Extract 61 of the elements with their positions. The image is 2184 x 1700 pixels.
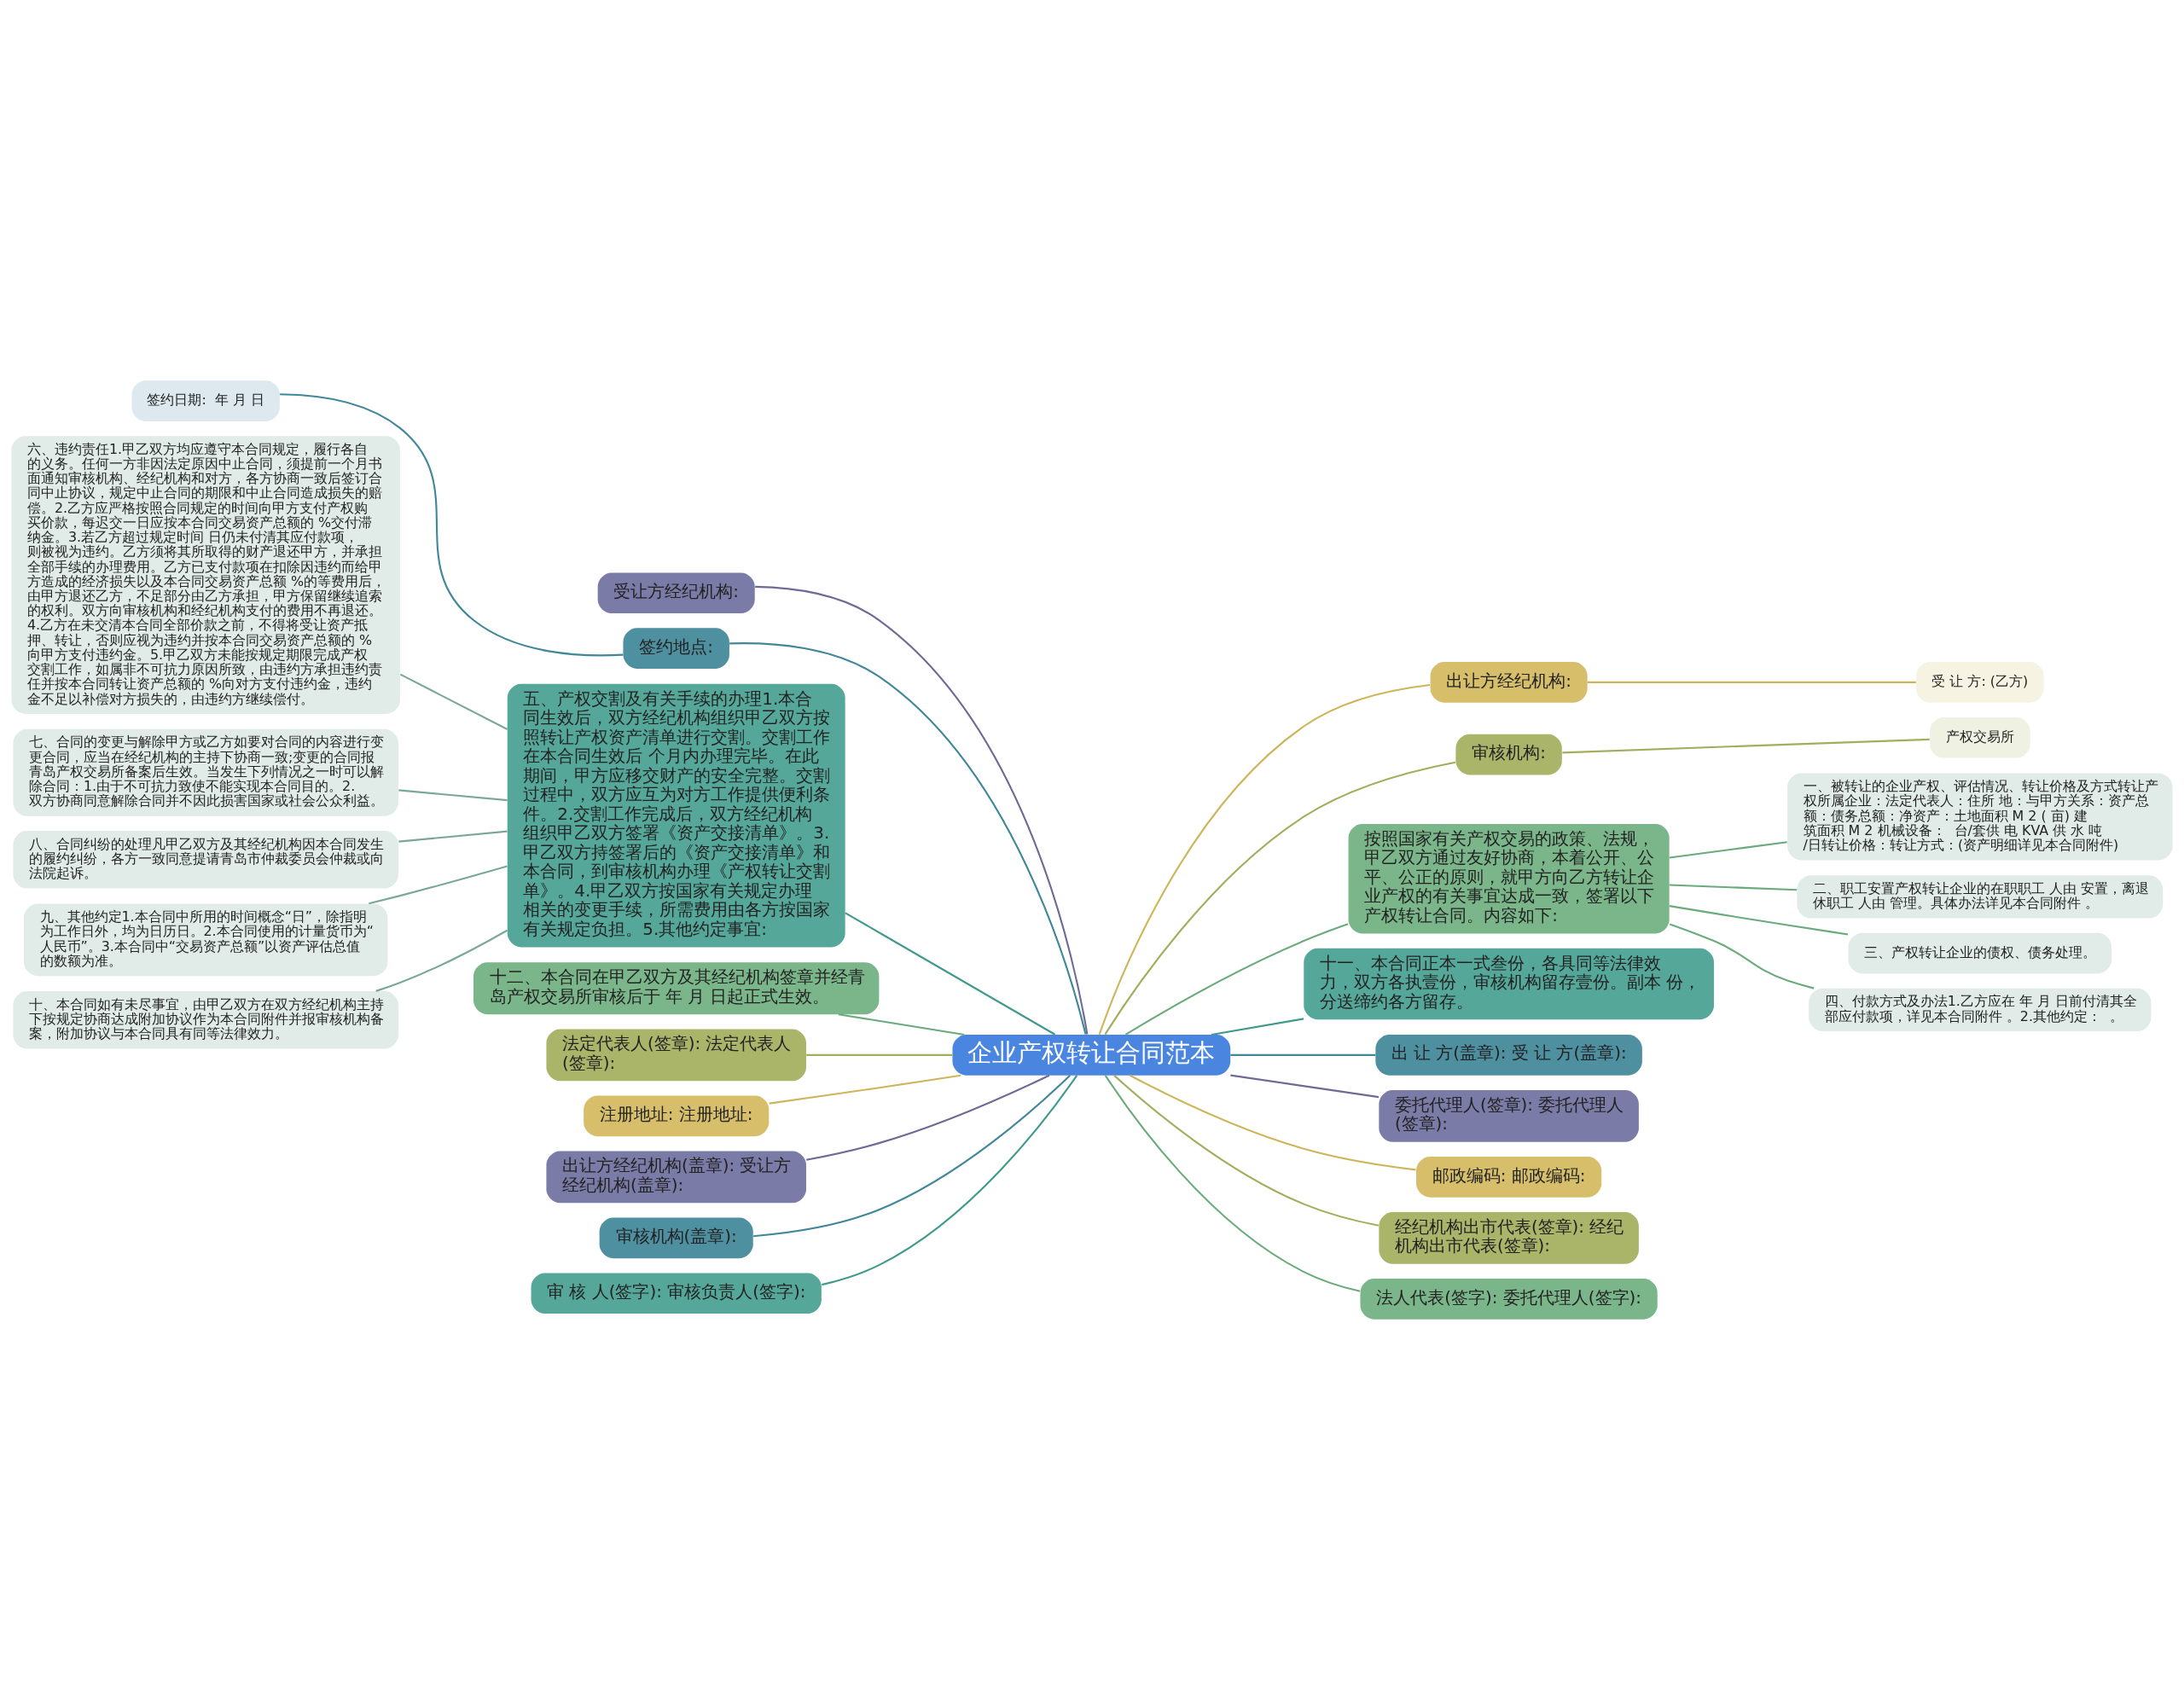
connector xyxy=(1129,1074,1416,1171)
connector xyxy=(1669,841,1787,859)
connector xyxy=(729,642,1087,1035)
node-box: 签约日期: 年 月 日 xyxy=(131,380,280,421)
connector xyxy=(755,585,1089,1035)
connector xyxy=(1098,684,1431,1036)
connector xyxy=(806,1053,953,1056)
node-box: 受 让 方: (乙方) xyxy=(1916,662,2044,703)
node-box: 出让方经纪机构(盖章): 受让方经纪机构(盖章): xyxy=(546,1151,806,1204)
node-box: 经纪机构出市代表(签章): 经纪机构出市代表(签章): xyxy=(1379,1211,1639,1264)
node-box: 七、合同的变更与解除甲方或乙方如要对合同的内容进行变更合同，应当在经纪机构的主持下协商一致;变更的合同报青岛产权交易所备案后生效。当发生下列情况之一时可以解除合同：1.由于不可抗力致使不能实现本合同目的。2.双方协商同意解除合同并不因此损害国家或社会公众利益。 xyxy=(13,728,398,816)
node-box: 出 让 方(盖章): 受 让 方(盖章): xyxy=(1375,1035,1642,1076)
connector xyxy=(838,1013,965,1036)
node-box: 法定代表人(签章): 法定代表人(签章): xyxy=(546,1029,806,1082)
connector xyxy=(1562,738,1930,754)
connector xyxy=(1124,923,1349,1036)
node-box: 出让方经纪机构: xyxy=(1430,662,1588,703)
node-box: 三、产权转让企业的债权、债务处理。 xyxy=(1848,932,2112,974)
connector xyxy=(1230,1074,1380,1099)
node-box: 九、其他约定1.本合同中所用的时间概念“日”，除指明为工作日外，均为日历日。2.本合同使用的计量货币为“人民币”。3.本合同中“交易资产总额”以资产评估总值的数额为准。 xyxy=(23,903,388,977)
node-box: 法人代表(签字): 委托代理人(签字): xyxy=(1360,1279,1658,1320)
node-box: 邮政编码: 邮政编码: xyxy=(1416,1157,1602,1198)
node-box: 十、本合同如有未尽事宜，由甲乙双方在双方经纪机构主持下按规定协商达成附加协议作为本合同附件并报审核机构备案，附加协议与本合同具有同等法律效力。 xyxy=(13,991,398,1049)
connector xyxy=(1669,884,1798,891)
node-box: 审核机构(盖章): xyxy=(599,1217,753,1259)
connector xyxy=(398,789,508,802)
connector xyxy=(1211,1018,1304,1036)
node-box: 审核机构: xyxy=(1455,734,1562,775)
node-box: 产权交易所 xyxy=(1929,717,2030,758)
node-box: 委托代理人(签章): 委托代理人(签章): xyxy=(1379,1089,1639,1142)
node-box: 五、产权交割及有关手续的办理1.本合同生效后，双方经纪机构组织甲乙双方按照转让产权资产清单进行交割。交割工作在本合同生效后 个月内办理完毕。在此期间，甲方应移交财产的安全完整。交割过程中，双方应互为对方工作提供便利条件。2.交割工作完成后，双方经纪机构组织甲乙双方签署《资产交接清单》。3.甲乙双方持签署后的《资产交接清单》和本合同，到审核机构办理《产权转让交割单》。4.甲乙双方按国家有关规定办理相关的变更手续，所需费用由各方按国家有关规定负担。5.其他约定事宜: xyxy=(507,683,845,948)
connector xyxy=(1104,1075,1361,1292)
node-box: 企业产权转让合同范本 xyxy=(952,1035,1231,1076)
node-box: 十一、本合同正本一式叁份，各具同等法律效力，双方各执壹份，审核机构留存壹份。副本 份，分送缔约各方留存。 xyxy=(1304,948,1714,1020)
connector xyxy=(280,393,624,657)
node-box: 二、职工安置产权转让企业的在职职工 人由 安置，离退休职工 人由 管理。具体办法详见本合同附件 。 xyxy=(1797,875,2164,919)
node-box: 注册地址: 注册地址: xyxy=(584,1095,770,1137)
connector xyxy=(1669,923,1815,989)
node-box: 六、违约责任1.甲乙双方均应遵守本合同规定，履行各自的义务。任何一方非因法定原因中止合同，须提前一个月书面通知审核机构、经纪机构和对方，各方协商一致后签订合同中止协议，规定中止合同的期限和中止合同造成损失的赔偿。2.乙方应严格按照合同规定的时间向甲方支付产权购买价款，每迟交一日应按本合同交易资产总额的 %交付滞纳金。3.若乙方超过规定时间 日仍未付清其应付款项，则被视为违约。乙方须将其所取得的财产退还甲方，并承担全部手续的办理费用。乙方已支付款项在扣除因违约而给甲方造成的经济损失以及本合同交易资产总额 %的等费用后，由甲方退还乙方，不足部分由乙方承担，甲方保留继续追索的权利。双方向审核机构和经纪机构支付的费用不再退还。4.乙方在未交清本合同全部价款之前，不得将受让资产抵押、转让，否则应视为违约并按本合同交易资产总额的 %向甲方支付违约金。5.甲乙双方未能按规定期限完成产权交割工作，如属非不可抗力原因所致，由违约方承担违约责任并按本合同转让资产总额的 %向对方支付违约金，违约金不足以补偿对方损失的，由违约方继续偿付。 xyxy=(11,436,400,714)
node-box: 受让方经纪机构: xyxy=(597,572,755,614)
connector xyxy=(1104,761,1456,1036)
node-box: 审 核 人(签字): 审核负责人(签字): xyxy=(531,1273,822,1314)
node-box: 一、被转让的企业产权、评估情况、转让价格及方式转让产权所属企业：法定代表人：住所 地：与甲方关系：资产总额：债务总额：净资产：土地面积 M 2 ( 亩) 建筑面积 M 2 机械设备： 台/套供 电 KVA 供 水 吨/日转让价格：转让方式：(资产明细详见本合同附件) xyxy=(1787,773,2173,861)
connector xyxy=(1113,1075,1380,1227)
node-box: 签约地点: xyxy=(623,628,729,669)
node-box: 十二、本合同在甲乙双方及其经纪机构签章并经青岛产权交易所审核后于 年 月 日起正式生效。 xyxy=(473,962,880,1015)
connector xyxy=(375,929,508,992)
node-box: 四、付款方式及办法1.乙方应在 年 月 日前付清其全部应付款项，详见本合同附件 。2.其他约定： 。 xyxy=(1809,988,2152,1032)
connector xyxy=(1587,681,1916,683)
connector xyxy=(845,912,1056,1036)
node-box: 按照国家有关产权交易的政策、法规，甲乙双方通过友好协商，本着公开、公平、公正的原则，就甲方向乙方转让企业产权的有关事宜达成一致，签署以下产权转让合同。内容如下: xyxy=(1348,824,1670,934)
node-box: 八、合同纠纷的处理凡甲乙双方及其经纪机构因本合同发生的履约纠纷，各方一致同意提请青岛市仲裁委员会仲裁或向法院起诉。 xyxy=(13,831,398,889)
connector xyxy=(753,1075,1071,1238)
connector xyxy=(398,830,508,843)
connector xyxy=(369,865,508,905)
connector xyxy=(822,1075,1078,1286)
connector xyxy=(1230,1053,1376,1056)
connector xyxy=(769,1074,961,1105)
connector xyxy=(399,673,508,730)
connector xyxy=(806,1074,1050,1161)
connector xyxy=(1669,905,1849,936)
